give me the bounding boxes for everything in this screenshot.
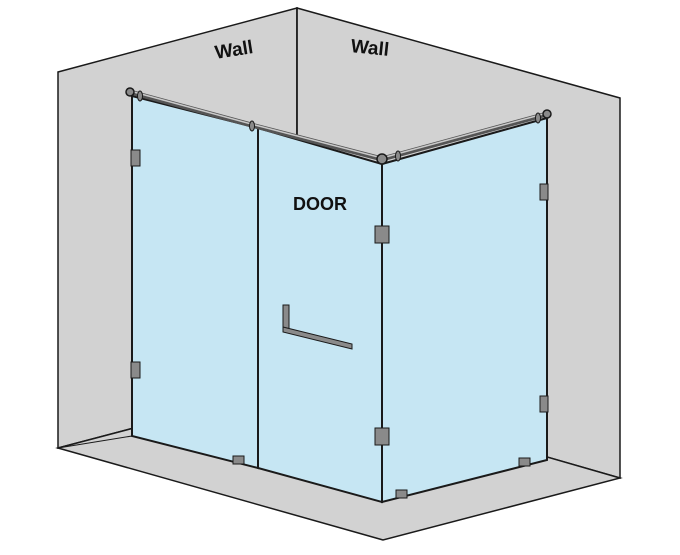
bar-connector-4: [535, 112, 541, 124]
left-wall-floor-line: [57, 435, 133, 449]
fixed-glass-panel-left: [131, 94, 259, 470]
door-glass-panel[interactable]: [257, 126, 383, 504]
support-bar-highlight: [129, 90, 548, 159]
return-glass-panel-right: [381, 116, 548, 504]
door-label: DOOR: [293, 194, 347, 214]
glass-panels: [131, 94, 548, 504]
wall-clamp-left-bottom-icon: [130, 361, 141, 379]
bar-wall-mount-right: [542, 109, 552, 119]
bar-connector-3: [395, 150, 401, 162]
floor-clamp-center-icon: [395, 489, 408, 499]
wall-clamp-right-top-icon: [539, 183, 549, 201]
door-hinge-top-icon: [374, 225, 390, 244]
bar-wall-mount-left: [125, 87, 135, 97]
floor-clamp-left-icon: [232, 455, 245, 465]
enclosure-footprint: [57, 435, 133, 449]
bar-corner-joint: [376, 153, 388, 165]
support-bar-icon: [125, 87, 552, 165]
wall-label-right: Wall: [350, 36, 390, 61]
door-handle-bar[interactable]: [282, 326, 353, 350]
door-hinge-bottom-icon: [374, 427, 390, 446]
floor-clamp-right-icon: [518, 457, 531, 467]
wall-clamp-right-bottom-icon: [539, 395, 549, 413]
hardware: [130, 149, 549, 499]
support-bar: [129, 89, 548, 162]
bar-connector-2: [249, 120, 255, 132]
wall-clamp-left-top-icon: [130, 149, 141, 167]
door-handle-icon[interactable]: [282, 304, 353, 350]
bar-connector-1: [137, 90, 143, 102]
